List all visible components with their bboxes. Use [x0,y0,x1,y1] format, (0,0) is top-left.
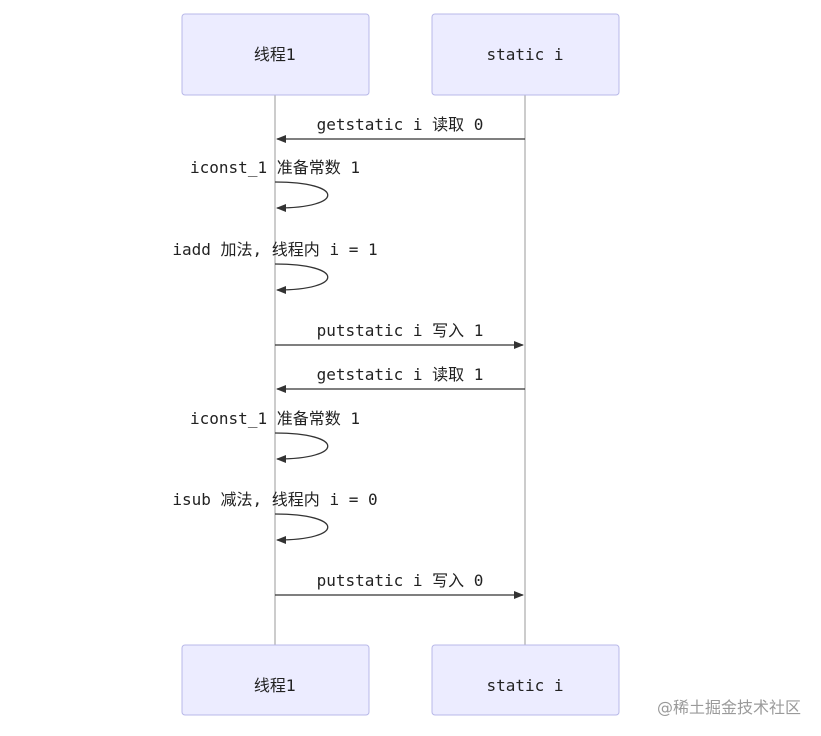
message-label: getstatic i 读取 1 [317,365,484,384]
message-label: iconst_1 准备常数 1 [190,158,360,177]
self-loop-arrow [274,432,329,463]
message-label: isub 减法, 线程内 i = 0 [172,490,377,509]
actor-static-bottom: static i [431,644,620,716]
message-getstatic-0: getstatic i 读取 0 [276,115,525,143]
message-iconst-1-first: iconst_1 准备常数 1 [190,158,360,212]
message-putstatic-0: putstatic i 写入 0 [275,571,524,599]
actor-thread-top: 线程1 [181,13,370,96]
message-label: putstatic i 写入 1 [317,321,484,340]
actor-thread-bottom: 线程1 [181,644,370,716]
message-getstatic-1: getstatic i 读取 1 [276,365,525,393]
actor-static-bottom-label: static i [486,676,563,695]
message-label: getstatic i 读取 0 [317,115,484,134]
actor-static-top-label: static i [486,45,563,64]
message-label: iconst_1 准备常数 1 [190,409,360,428]
self-loop-arrow [274,513,329,544]
actor-static-top: static i [431,13,620,96]
self-loop-arrow [274,181,329,212]
message-label: iadd 加法, 线程内 i = 1 [172,240,377,259]
message-iconst-1-second: iconst_1 准备常数 1 [190,409,360,463]
actor-thread-bottom-label: 线程1 [254,676,296,695]
message-putstatic-1: putstatic i 写入 1 [275,321,524,349]
watermark-text: @稀土掘金技术社区 [656,698,801,717]
message-isub: isub 减法, 线程内 i = 0 [172,490,378,544]
message-label: putstatic i 写入 0 [317,571,484,590]
message-iadd: iadd 加法, 线程内 i = 1 [172,240,378,294]
self-loop-arrow [274,263,329,294]
actor-thread-top-label: 线程1 [254,45,296,64]
